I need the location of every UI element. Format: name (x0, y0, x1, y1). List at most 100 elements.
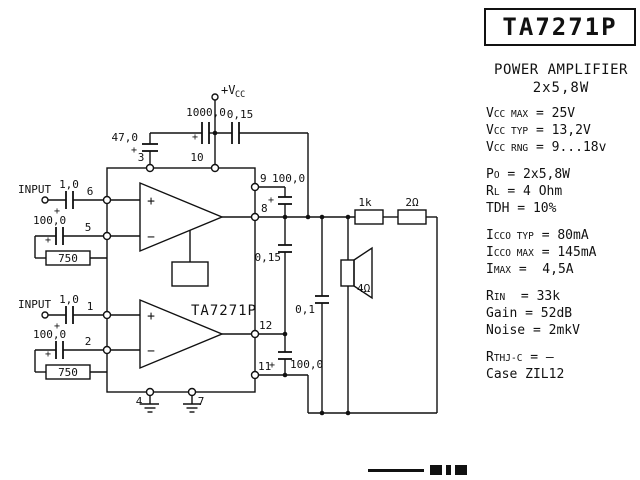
bias-block (171, 261, 209, 287)
capacitor-plates (55, 122, 329, 360)
schematic-labels: +V CC 1000,0 + 0,15 47,0 + 3 10 INPUT 1,… (18, 83, 419, 408)
pin-3-label: 3 (138, 151, 145, 164)
input2-label: INPUT (18, 298, 51, 311)
resistor-750-b (45, 364, 91, 380)
wires (34, 100, 438, 414)
spec-line: RTHJ-C = – (486, 350, 554, 365)
pin-4-circle (145, 387, 155, 397)
spec-line: ICCO MAX = 145mA (486, 245, 597, 260)
pin-6-circle (102, 195, 112, 205)
cap-015-mid-label: 0,15 (255, 251, 282, 264)
spec-group-supply: VCC MAX = 25V VCC TYP = 13,2V VCC RNG = … (486, 106, 636, 157)
barcode-bar (455, 465, 467, 475)
opamp1-plus-sign: + (147, 194, 155, 209)
spec-line: Gain = 52dB (486, 306, 573, 321)
pin-1-circle (102, 310, 112, 320)
opamp-1-triangle (139, 181, 224, 253)
cap-01-label: 0,1 (295, 303, 315, 316)
spec-group-current: ICCO TYP = 80mA ICCO MAX = 145mA IMAX = … (486, 228, 636, 279)
spec-line: Case ZIL12 (486, 367, 565, 382)
cap-100-p12-label: 100,0 (290, 358, 323, 371)
pin-12-circle (250, 329, 260, 339)
pin-5-label: 5 (85, 221, 92, 234)
spec-line: ICCO TYP = 80mA (486, 228, 589, 243)
panel-subheading: 2x5,8W (532, 80, 590, 96)
spec-line: IMAX = 4,5A (486, 262, 574, 277)
spec-line: PO = 2x5,8W (486, 167, 571, 182)
opamp-2-triangle (139, 298, 224, 370)
vcc-label: +V (221, 83, 235, 97)
cap-100-fb2-polarity: + (45, 349, 51, 360)
pin-9-circle (250, 182, 260, 192)
pin-5-circle (102, 231, 112, 241)
spec-line: Noise = 2mkV (486, 323, 580, 338)
spec-group-gain: RIN = 33k Gain = 52dB Noise = 2mkV (486, 289, 636, 340)
cap-1-0-in2-label: 1,0 (59, 293, 79, 306)
cap-1000-polarity: + (192, 132, 198, 143)
cap-1-0-in1-label: 1,0 (59, 178, 79, 191)
pin-terminals (41, 93, 260, 397)
cap-100-fb1-label: 100,0 (33, 214, 66, 227)
vcc-terminal (211, 93, 219, 101)
components (45, 167, 427, 393)
cap-1000-label: 1000,0 (186, 106, 226, 119)
resistor-2ohm-label: 2Ω (405, 196, 419, 209)
opamp2-minus-sign: − (147, 344, 155, 359)
speaker-impedance-label: 4Ω (357, 282, 371, 295)
ic-outline (106, 167, 256, 393)
cap-1-0-in1-polarity: + (54, 206, 60, 217)
cap-1-0-in2-polarity: + (54, 321, 60, 332)
vcc-sub-label: CC (235, 90, 245, 100)
pin-3-circle (145, 163, 155, 173)
pin-6-label: 6 (87, 185, 94, 198)
cap-100-p9-label: 100,0 (272, 172, 305, 185)
resistor-750-b-label: 750 (58, 366, 78, 379)
input2-terminal (41, 311, 49, 319)
input1-label: INPUT (18, 183, 51, 196)
resistor-2ohm (397, 209, 427, 225)
panel-heading: POWER AMPLIFIER (494, 62, 628, 78)
resistor-1k-label: 1k (358, 196, 372, 209)
part-number-box: TA7271P (484, 8, 636, 46)
opamp1-minus-sign: − (147, 230, 155, 245)
junction-dots (212, 130, 351, 416)
ic-name-label: TA7271P (191, 303, 257, 319)
pin-2-label: 2 (85, 335, 92, 348)
spec-line: RIN = 33k (486, 289, 561, 304)
pin-7-circle (187, 387, 197, 397)
barcode-bar (368, 469, 424, 472)
resistor-750-a (45, 250, 91, 266)
resistor-1k (354, 209, 384, 225)
pin-7-label: 7 (198, 395, 205, 408)
pin-11-circle (250, 370, 260, 380)
cap-100-fb2-label: 100,0 (33, 328, 66, 341)
barcode-mark (368, 464, 472, 476)
spec-panel: POWER AMPLIFIER 2x5,8W VCC MAX = 25V VCC… (486, 62, 636, 384)
spec-group-package: RTHJ-C = – Case ZIL12 (486, 350, 636, 384)
spec-line: TDH = 10% (486, 201, 557, 216)
opamp2-plus-sign: + (147, 309, 155, 324)
pin-2-circle (102, 345, 112, 355)
barcode-bar (430, 465, 442, 475)
spec-line: VCC MAX = 25V (486, 106, 576, 121)
pin-12-label: 12 (259, 319, 272, 332)
spec-line: RL = 4 Ohm (486, 184, 563, 199)
cap-015-top-label: 0,15 (227, 108, 254, 121)
pin-1-label: 1 (87, 300, 94, 313)
part-number: TA7271P (502, 13, 618, 41)
speaker-body (340, 259, 355, 287)
spec-line: VCC RNG = 9...18v (486, 140, 607, 155)
cap-100-fb1-polarity: + (45, 235, 51, 246)
pin-4-label: 4 (136, 395, 143, 408)
spec-line: VCC TYP = 13,2V (486, 123, 591, 138)
input1-terminal (41, 196, 49, 204)
pin-8-label: 8 (261, 202, 268, 215)
spec-group-output: PO = 2x5,8W RL = 4 Ohm TDH = 10% (486, 167, 636, 218)
cap-100-p9-polarity: + (268, 195, 274, 206)
speaker-horn (353, 246, 373, 300)
pin-9-label: 9 (260, 172, 267, 185)
pin-10-circle (210, 163, 220, 173)
cap-100-p12-polarity: + (269, 360, 275, 371)
